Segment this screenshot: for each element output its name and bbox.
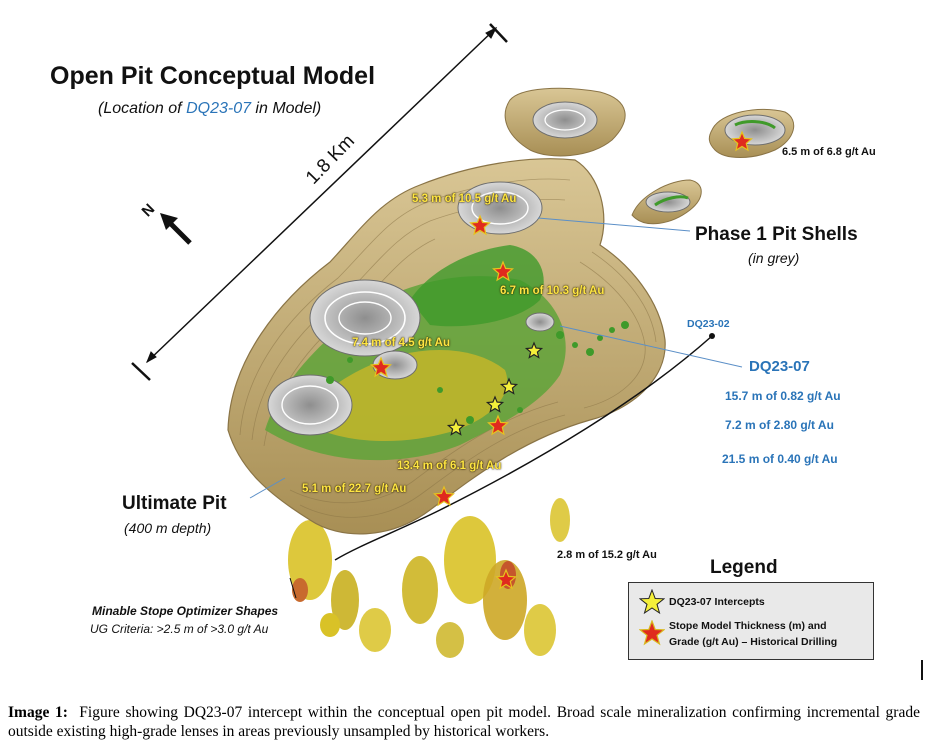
red-star-icon	[433, 485, 455, 507]
red-star-icon	[495, 568, 517, 590]
figure-caption: Image 1: Figure showing DQ23-07 intercep…	[8, 703, 920, 741]
north-arrow-icon	[160, 213, 192, 245]
red-star-icon	[731, 130, 753, 152]
legend-title: Legend	[710, 557, 778, 578]
caption-label: Image 1:	[8, 704, 68, 721]
red-star-icon	[370, 356, 392, 378]
caption-text: Figure showing DQ23-07 intercept within …	[8, 704, 920, 740]
dq23-02-label: DQ23-02	[687, 318, 730, 330]
edge-marker	[921, 660, 923, 680]
stope-title: Minable Stope Optimizer Shapes	[92, 604, 279, 618]
legend-item-intercepts: DQ23-07 Intercepts	[669, 596, 765, 608]
phase1-pit-shells	[267, 181, 555, 436]
yellow-star-icon	[499, 377, 519, 395]
hist-label-2: 6.7 m of 10.3 g/t Au	[500, 285, 605, 297]
drillhole-trace	[334, 333, 715, 561]
yellow-star-icon	[446, 418, 466, 436]
pit-model-graphic	[131, 23, 795, 658]
ultimate-sub: (400 m depth)	[124, 520, 212, 536]
yellow-star-icon	[485, 395, 505, 413]
subtitle-after: in Model)	[250, 100, 322, 117]
intercept-1: 15.7 m of 0.82 g/t Au	[725, 389, 841, 403]
red-star-icon	[487, 414, 509, 436]
hist-label-3: 7.4 m of 4.5 g/t Au	[352, 337, 450, 349]
dark-label-2: 2.8 m of 15.2 g/t Au	[557, 549, 657, 561]
red-star-icon	[492, 260, 514, 282]
marker-layer	[370, 130, 753, 590]
leader-lines	[249, 217, 743, 599]
legend-item-stope-2: Grade (g/t Au) – Historical Drilling	[669, 636, 838, 648]
intercept-3: 21.5 m of 0.40 g/t Au	[722, 452, 838, 466]
intercept-2: 7.2 m of 2.80 g/t Au	[725, 418, 834, 432]
scale-bar	[131, 23, 508, 381]
diagram-subtitle: (Location of DQ23-07 in Model)	[98, 100, 321, 118]
mineralization-speckles	[326, 321, 629, 424]
phase1-title: Phase 1 Pit Shells	[695, 224, 858, 245]
hist-label-4: 13.4 m of 6.1 g/t Au	[397, 460, 502, 472]
yellow-star-icon	[524, 341, 544, 359]
legend: DQ23-07 Intercepts Stope Model Thickness…	[628, 582, 874, 660]
stope-sub: UG Criteria: >2.5 m of >3.0 g/t Au	[90, 622, 269, 636]
legend-item-stope-1: Stope Model Thickness (m) and	[669, 620, 827, 632]
pit-model-figure: Open Pit Conceptual Model (Location of D…	[50, 23, 923, 680]
red-star-icon	[639, 620, 665, 646]
yellow-star-icon	[639, 589, 665, 615]
satellite-pits	[504, 87, 795, 225]
diagram-title: Open Pit Conceptual Model	[50, 62, 376, 90]
hist-label-5: 5.1 m of 22.7 g/t Au	[302, 483, 407, 495]
subtitle-before: (Location of	[98, 100, 187, 117]
hist-label-1: 5.3 m of 10.5 g/t Au	[412, 193, 517, 205]
ultimate-title: Ultimate Pit	[122, 493, 227, 514]
red-star-icon	[469, 214, 491, 236]
dq23-07-label: DQ23-07	[749, 358, 810, 375]
dark-label-1: 6.5 m of 6.8 g/t Au	[782, 146, 876, 158]
phase1-sub: (in grey)	[748, 250, 800, 266]
subtitle-hole: DQ23-07	[186, 100, 251, 117]
